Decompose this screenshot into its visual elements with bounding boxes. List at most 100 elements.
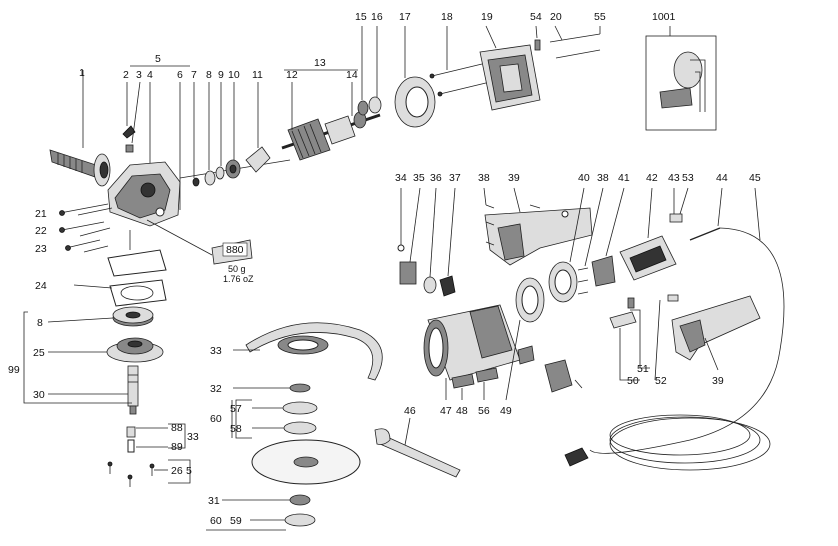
part-89 bbox=[127, 439, 135, 453]
label-31: 31 bbox=[208, 495, 220, 507]
label-41: 41 bbox=[618, 172, 630, 184]
part-3-nut bbox=[125, 144, 134, 153]
label-3: 3 bbox=[136, 69, 142, 81]
label-37: 37 bbox=[449, 172, 461, 184]
label-21: 21 bbox=[35, 208, 47, 220]
screws-21-22-23 bbox=[59, 203, 131, 253]
label-40: 40 bbox=[578, 172, 590, 184]
part-34-35-36-37 bbox=[397, 188, 456, 297]
label-39b: 39 bbox=[712, 375, 724, 387]
label-9: 9 bbox=[218, 69, 224, 81]
label-60b: 60 bbox=[210, 515, 222, 527]
label-22: 22 bbox=[35, 225, 47, 237]
part-43-53 bbox=[669, 213, 683, 223]
label-34: 34 bbox=[395, 172, 407, 184]
part-16 bbox=[368, 96, 382, 114]
label-38b: 38 bbox=[597, 172, 609, 184]
label-58: 58 bbox=[230, 423, 242, 435]
grease-weight-oz: 1.76 oZ bbox=[223, 274, 254, 284]
label-49: 49 bbox=[500, 405, 512, 417]
label-50: 50 bbox=[627, 375, 639, 387]
label-14: 14 bbox=[346, 69, 358, 81]
callout-labels: 1 2 3 4 5 6 7 8 9 10 11 12 13 14 15 16 1… bbox=[8, 11, 761, 527]
part-39-handle-top bbox=[484, 207, 593, 266]
label-33: 33 bbox=[210, 345, 222, 357]
part-26-screws bbox=[107, 461, 155, 487]
label-23: 23 bbox=[35, 243, 47, 255]
label-48: 48 bbox=[456, 405, 468, 417]
grease-weight-g: 50 g bbox=[228, 264, 246, 274]
brush-parts bbox=[517, 345, 583, 393]
part-25-flange bbox=[106, 337, 164, 363]
part-32-nut bbox=[289, 383, 311, 393]
label-55: 55 bbox=[594, 11, 606, 23]
part-19-field-coil bbox=[479, 44, 541, 111]
label-12: 12 bbox=[286, 69, 298, 81]
part-48 bbox=[451, 373, 475, 389]
label-57: 57 bbox=[230, 403, 242, 415]
label-45: 45 bbox=[749, 172, 761, 184]
armature-part bbox=[281, 111, 381, 161]
part-9 bbox=[215, 166, 225, 180]
part-8-bearing bbox=[112, 306, 154, 327]
grinding-wheel bbox=[251, 439, 361, 485]
label-18: 18 bbox=[441, 11, 453, 23]
label-19: 19 bbox=[481, 11, 493, 23]
part-2-knob bbox=[122, 125, 136, 139]
label-1: 1 bbox=[79, 67, 85, 79]
label-38: 38 bbox=[478, 172, 490, 184]
part-59-disc bbox=[284, 513, 316, 527]
label-54: 54 bbox=[530, 11, 542, 23]
label-6: 6 bbox=[177, 69, 183, 81]
part-38b-screws bbox=[577, 267, 589, 295]
part-30-spindle bbox=[127, 365, 139, 415]
label-11: 11 bbox=[252, 69, 263, 81]
part-24-gasket bbox=[109, 279, 167, 307]
part-42-electronics bbox=[619, 235, 677, 281]
label-8b: 8 bbox=[37, 317, 43, 329]
label-89: 89 bbox=[171, 441, 183, 453]
part-57-disc bbox=[282, 401, 318, 415]
label-35: 35 bbox=[413, 172, 425, 184]
label-7: 7 bbox=[191, 69, 197, 81]
part-56 bbox=[475, 367, 499, 383]
label-17: 17 bbox=[399, 11, 411, 23]
label-52: 52 bbox=[655, 375, 667, 387]
label-36: 36 bbox=[430, 172, 442, 184]
label-10: 10 bbox=[228, 69, 240, 81]
part-47-motor-housing bbox=[423, 304, 521, 381]
part-8-small bbox=[204, 170, 216, 186]
part-52 bbox=[667, 294, 679, 302]
grease-code: 880 bbox=[226, 244, 244, 256]
label-99: 99 bbox=[8, 364, 20, 376]
label-39: 39 bbox=[508, 172, 520, 184]
label-25: 25 bbox=[33, 347, 45, 359]
part-17-fan-ring bbox=[394, 76, 436, 128]
label-47: 47 bbox=[440, 405, 452, 417]
part-46-wrench bbox=[374, 428, 461, 478]
label-60a: 60 bbox=[210, 413, 222, 425]
gear-housing-part bbox=[107, 161, 181, 227]
part-20-54-55 bbox=[534, 33, 601, 59]
label-32: 32 bbox=[210, 383, 222, 395]
label-33a: 33 bbox=[187, 431, 199, 443]
part-88 bbox=[126, 426, 136, 438]
power-cord bbox=[564, 227, 785, 471]
label-42: 42 bbox=[646, 172, 658, 184]
label-30: 30 bbox=[33, 389, 45, 401]
part-49-ring bbox=[515, 277, 545, 323]
label-8: 8 bbox=[206, 69, 212, 81]
label-56: 56 bbox=[478, 405, 490, 417]
grease-tube: 880 50 g 1.76 oZ bbox=[211, 239, 254, 284]
part-38-screws bbox=[485, 204, 541, 246]
part-58-disc bbox=[283, 421, 317, 435]
label-51: 51 bbox=[637, 363, 649, 375]
part-50 bbox=[609, 311, 637, 329]
part-51 bbox=[627, 297, 635, 309]
part-31-nut bbox=[289, 494, 311, 506]
part-11 bbox=[245, 146, 271, 173]
part-18-screws bbox=[429, 63, 491, 97]
label-5b: 5 bbox=[186, 465, 192, 477]
part-33-wheel-guard bbox=[245, 322, 383, 381]
